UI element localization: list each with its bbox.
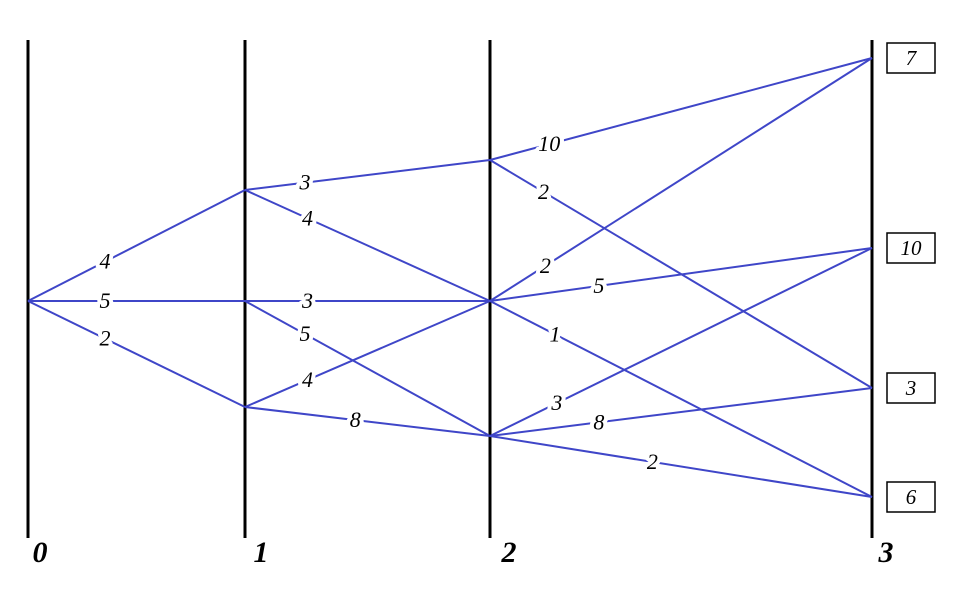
stage-label-2: 2 <box>501 536 517 569</box>
edge-weight-label: 2 <box>100 326 111 351</box>
edge-weight-label: 5 <box>100 288 111 313</box>
edge-line <box>244 189 491 302</box>
edge-weight-label: 8 <box>350 407 361 432</box>
edge-weight-label: 2 <box>647 449 658 474</box>
terminal-value-box <box>886 481 936 513</box>
edge-line <box>27 300 246 408</box>
terminal-value-box <box>886 232 936 264</box>
edge-weight-label: 2 <box>540 253 551 278</box>
stage-lines <box>26 40 874 538</box>
edge-weight-label: 10 <box>538 131 560 156</box>
edge-weight-label: 4 <box>302 205 313 230</box>
edge-line <box>27 189 246 302</box>
edge-weight-label: 5 <box>593 273 604 298</box>
terminal-value: 3 <box>905 376 917 400</box>
stage-label-3: 3 <box>878 536 894 569</box>
terminal-value: 10 <box>901 236 923 260</box>
stage-label-0: 0 <box>33 536 48 569</box>
edge-line <box>489 247 873 302</box>
edge-line <box>489 57 873 302</box>
edge-weight-label: 3 <box>550 390 562 415</box>
stage-label-1: 1 <box>254 536 269 569</box>
edge-weight-label: 3 <box>301 288 313 313</box>
terminal-value-box <box>886 372 936 404</box>
edge-line <box>244 406 491 437</box>
edge-line <box>489 435 873 498</box>
edge-line <box>489 300 873 498</box>
terminal-value: 6 <box>906 485 917 509</box>
terminal-values: 7 10 3 6 <box>886 42 936 513</box>
stage-labels: 0 1 2 3 <box>33 536 894 569</box>
edge-line <box>244 159 491 191</box>
edge-weight-label: 5 <box>300 321 311 346</box>
edge-weight-label: 2 <box>538 179 549 204</box>
edge-line <box>244 300 491 437</box>
terminal-value-box <box>886 42 936 74</box>
edge-weight-label: 4 <box>100 249 111 274</box>
edge-weight-label: 1 <box>549 321 560 346</box>
edge-line <box>489 247 873 437</box>
edge-weight-label: 4 <box>302 367 313 392</box>
edge-line <box>244 300 491 408</box>
edge-line <box>489 57 873 161</box>
edge-weight-label: 3 <box>299 170 311 195</box>
edge-line <box>489 387 873 437</box>
network-edges: 4 5 2 3 4 3 5 4 8 10 2 2 5 1 3 8 2 <box>27 57 873 498</box>
terminal-value: 7 <box>906 46 918 70</box>
edge-weight-label: 8 <box>593 409 604 434</box>
